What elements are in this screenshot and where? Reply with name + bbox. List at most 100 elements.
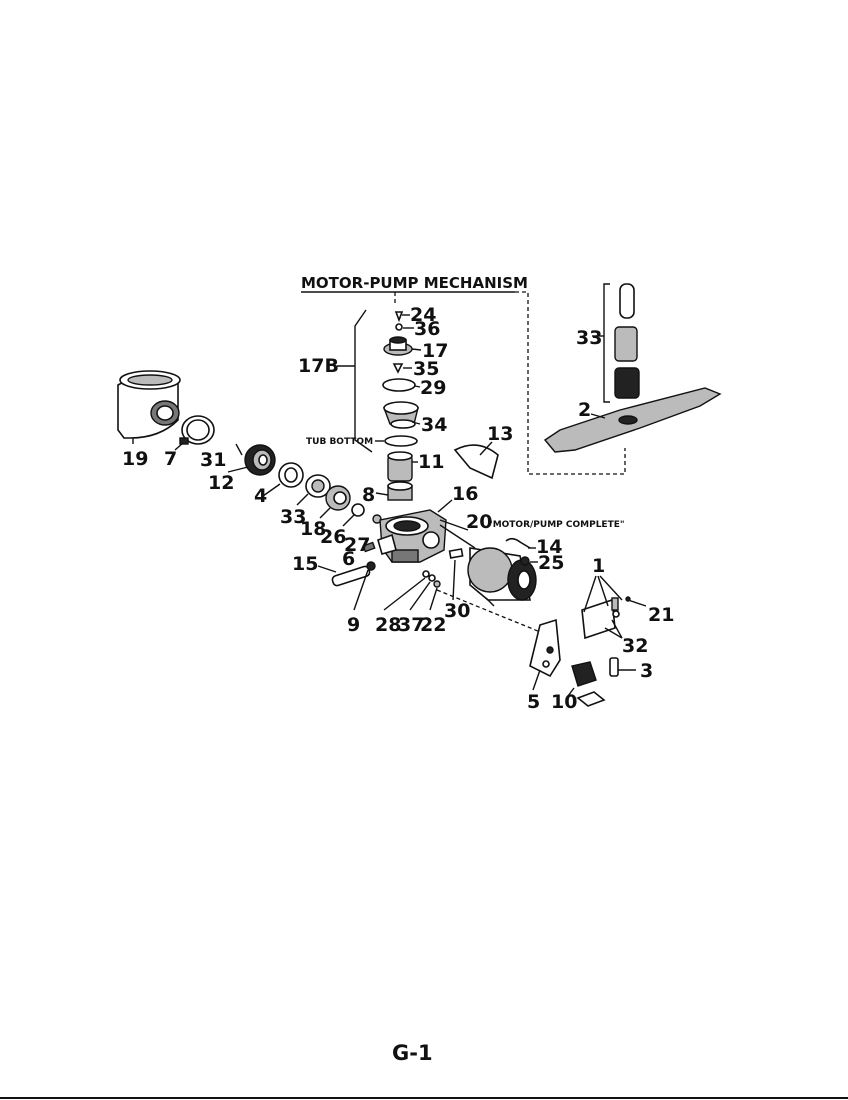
leader-37 [409,581,431,611]
label-36: 36 [414,318,440,340]
label-7: 7 [164,448,177,470]
mount-dashed-line [436,589,561,641]
label-22: 22 [420,614,446,636]
label-2: 2 [578,399,591,421]
label-14: 14 [536,536,562,558]
label-21: 21 [648,604,674,626]
spray-arm-hub [618,415,638,425]
leader-9 [353,569,369,611]
pin-3 [609,657,619,677]
leader-12 [227,466,249,473]
leader-30 [452,559,456,601]
leader-15 [317,565,337,573]
leader-13 [479,441,493,456]
spring-seal-12 [244,444,276,476]
label-1: 1 [592,555,605,577]
bracket-33-arm [603,283,610,403]
leader-1-b [597,575,609,607]
label-17b: 17B [298,355,339,377]
page-label: G-1 [392,1041,433,1065]
bolt-30 [448,548,464,559]
washer-22 [433,580,441,588]
label-27: 27 [344,534,370,556]
label-17: 17 [422,340,448,362]
nut-37 [428,574,436,582]
label-11: 11 [418,451,444,473]
label-33-arm: 33 [576,327,602,349]
coupling-8 [387,481,413,501]
leader-21 [627,599,647,607]
screw-21 [625,596,631,602]
label-19: 19 [122,448,148,470]
label-30: 30 [444,600,470,622]
impeller-17 [383,336,413,356]
upper-spray-tower [614,283,640,399]
housing-34 [382,401,419,429]
bracket-1 [581,597,620,640]
leader-17 [411,348,422,351]
washer-36 [395,323,403,331]
leader-7 [174,442,184,451]
leader-34 [411,421,421,425]
tub-bottom-label: TUB BOTTOM [306,437,373,447]
impeller-18 [325,485,351,511]
spray-arm-dashed-connector [515,291,626,475]
screw-24 [394,311,404,323]
leader-5 [532,669,541,691]
motor-20 [467,547,537,607]
leader-32-a [604,627,623,639]
label-13: 13 [487,423,513,445]
bracket-5 [529,618,561,678]
label-9: 9 [347,614,360,636]
nut-25 [520,556,530,566]
clip-10 [571,661,606,707]
leader-22 [429,587,438,611]
leader-10 [567,687,575,697]
label-5: 5 [527,691,540,713]
ball-26 [351,503,365,517]
leader-26 [342,514,355,527]
label-4: 4 [254,485,267,507]
label-8: 8 [362,484,375,506]
label-20: 20 [466,511,492,533]
label-12: 12 [208,472,234,494]
leader-32-b [611,619,623,639]
label-16: 16 [452,483,478,505]
label-31: 31 [200,449,226,471]
washer-27 [372,514,382,524]
motor-pump-complete-label: "MOTOR/PUMP COMPLETE" [488,520,625,530]
leader-18 [319,507,331,519]
label-3: 3 [640,660,653,682]
clip-14 [505,537,531,549]
leader-29 [414,385,421,388]
leader-2 [590,413,606,419]
leader-20 [439,519,469,531]
label-10: 10 [551,691,577,713]
label-6: 6 [342,548,355,570]
label-35: 35 [413,358,439,380]
label-25: 25 [538,552,564,574]
label-29: 29 [420,377,446,399]
screw-35 [392,363,404,374]
leader-33-seal [296,493,309,506]
label-34: 34 [421,414,447,436]
clamp-7 [179,415,215,445]
filter-housing-19 [117,370,181,439]
leader-16 [437,499,453,513]
leader-1-a [583,575,597,613]
deflector-13 [453,444,499,480]
leader-28 [383,577,426,611]
spring-9 [366,561,376,571]
bolt-6 [362,541,376,553]
pin-31 [235,443,243,456]
label-28: 28 [375,614,401,636]
washer-28 [422,570,430,578]
assembly-bracket-17b [354,309,373,453]
label-37: 37 [398,614,424,636]
tub-bottom-gasket [384,435,418,447]
label-18: 18 [300,518,326,540]
label-15: 15 [292,553,318,575]
diagram-title: MOTOR-PUMP MECHANISM [301,274,528,292]
seal-11 [387,451,413,482]
